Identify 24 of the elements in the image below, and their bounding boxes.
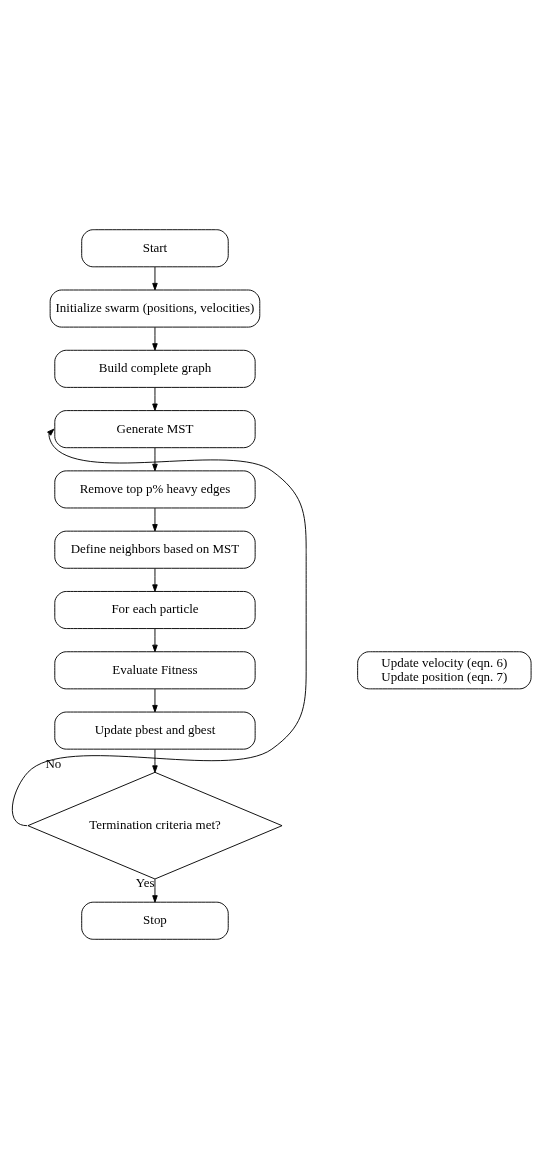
node-box: Remove top p% heavy edges [54, 469, 256, 508]
node-box: Initialize swarm (positions, velocities) [49, 289, 261, 328]
arrow [152, 507, 158, 531]
arrow [152, 627, 158, 652]
node-box: Stop [81, 901, 229, 940]
arrow [11, 428, 307, 826]
arrow [152, 326, 158, 351]
node-box: Evaluate Fitness [54, 650, 256, 689]
arrow [152, 878, 158, 903]
arrow [152, 386, 158, 411]
node-box: Update pbest and gbest [54, 711, 256, 750]
node-box: Build complete graph [54, 349, 256, 388]
arrow [152, 446, 158, 471]
node-box: Start [81, 228, 229, 267]
node-box: Generate MST [54, 409, 256, 448]
arrow [152, 567, 158, 592]
node-box: Define neighbors based on MST [54, 530, 256, 569]
arrow [152, 688, 158, 712]
arrow [152, 748, 158, 773]
node-box: For each particle [54, 590, 256, 629]
node-diamond: Termination criteria met? [27, 771, 283, 879]
arrow [152, 266, 158, 290]
node-box: Update velocity (eqn. 6) Update position (eqn. 7) [357, 650, 532, 689]
edge-label: No [45, 755, 62, 771]
